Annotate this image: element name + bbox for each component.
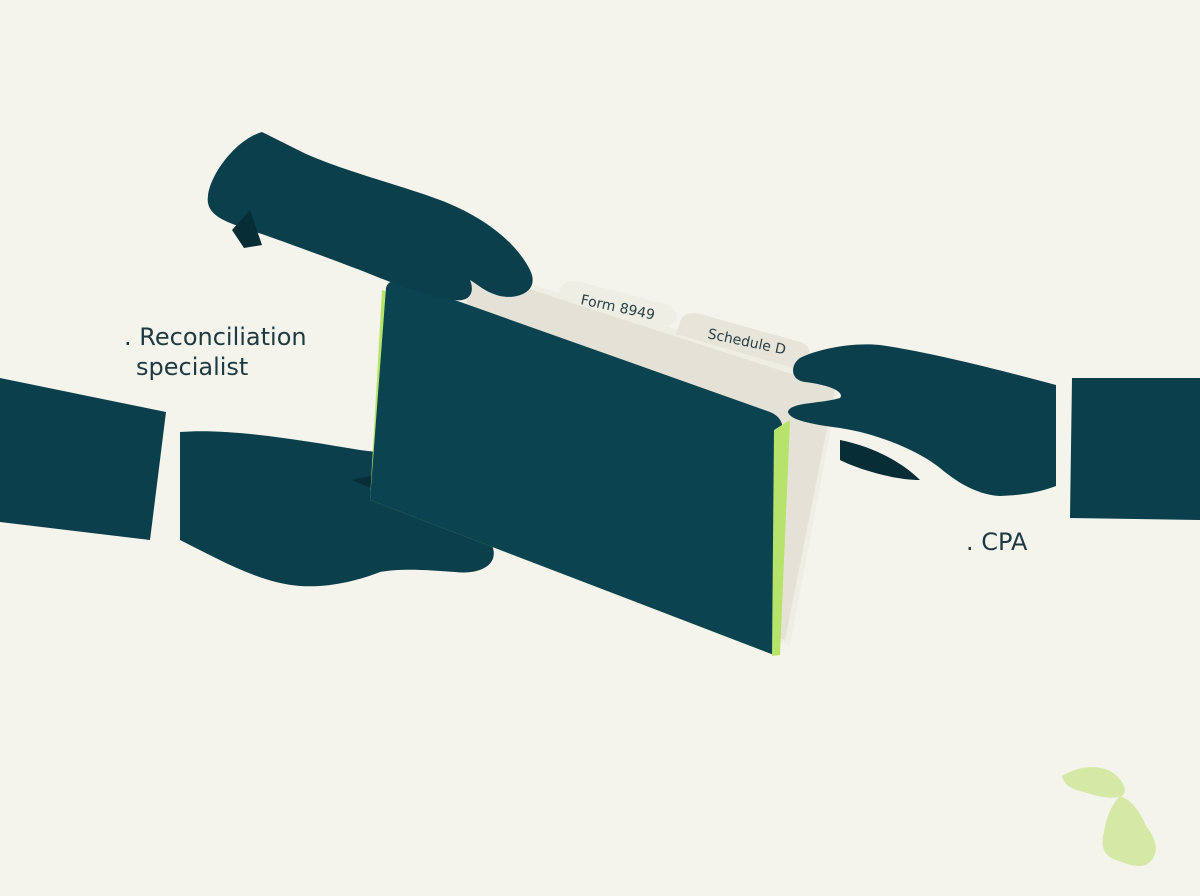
label-left-line2: specialist [136,353,249,381]
folder [370,280,790,656]
upper-hand [207,132,533,301]
label-left-line1: . Reconciliation [124,323,307,351]
michigan-map-icon [1062,767,1156,866]
right-hand [788,344,1200,520]
reconciliation-specialist-label: . Reconciliation specialist [124,322,307,382]
cpa-label: . CPA [966,528,1028,556]
